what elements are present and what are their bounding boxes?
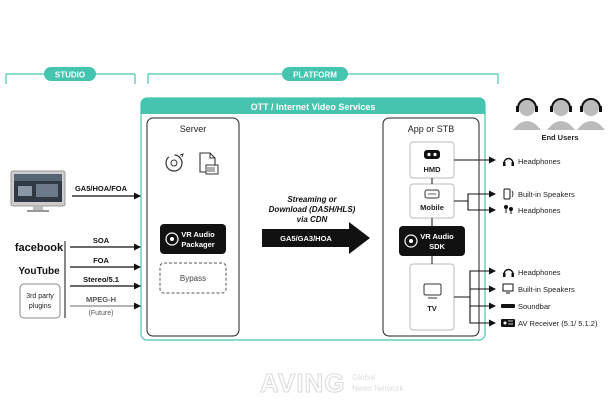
user-avatar-icon (513, 98, 541, 130)
plugins-line1: 3rd party (26, 293, 54, 300)
youtube-logo-text: YouTube (18, 266, 60, 277)
bypass-box: Bypass (159, 262, 227, 294)
studio-label: STUDIO (55, 71, 85, 80)
hmd-device: HMD (409, 141, 455, 179)
platform-pill (282, 67, 348, 81)
sync-icon (165, 153, 184, 172)
mobile-out1-label: Built-in Speakers (518, 190, 575, 199)
headphones-icon (503, 268, 514, 277)
studio-pill (44, 67, 96, 81)
soundbar-icon (501, 304, 515, 308)
tv-label: TV (427, 304, 437, 313)
bypass-label: Bypass (180, 274, 206, 283)
server-title: Server (180, 124, 207, 134)
studio-sources: GA5/HOA/FOA facebook YouTube 3rd party p… (10, 170, 141, 319)
vr-audio-sdk: VR Audio SDK (399, 226, 465, 256)
streaming-arrow (262, 222, 370, 254)
youtube-format: FOA (93, 256, 109, 265)
app-box: App or STB HMD Mobile (382, 117, 480, 337)
tv-speaker-icon (502, 283, 514, 294)
package-document-icon (199, 152, 219, 175)
youtube-logo: YouTube (18, 263, 60, 277)
facebook-format: SOA (93, 236, 110, 245)
plugins-format: Stereo/5.1 (83, 275, 119, 284)
tv-headphones-arrow (454, 267, 496, 298)
server-box: Server VR Audio Packager (146, 117, 240, 337)
end-users-label: End Users (541, 133, 578, 142)
hmd-out-label: Headphones (518, 157, 561, 166)
mobile-device: Mobile (409, 183, 455, 219)
mobile-speaker-arrow (454, 190, 496, 202)
facebook-logo: facebook (15, 242, 64, 254)
tv-receiver-arrow (469, 306, 496, 327)
phone-speaker-icon (503, 188, 514, 200)
watermark-text: AVING (260, 368, 345, 398)
transport-line2: Download (DASH/HLS) (269, 205, 356, 214)
tv-out2-label: Built-in Speakers (518, 285, 575, 294)
television-icon (423, 283, 442, 299)
end-users: End Users (513, 98, 605, 142)
tv-out3-label: Soundbar (518, 302, 551, 311)
mobile-out2-label: Headphones (518, 206, 561, 215)
tv-device: TV (409, 263, 455, 331)
headphones-icon (503, 157, 514, 166)
monitor-icon (10, 170, 66, 212)
plugins-line2: plugins (29, 303, 52, 310)
vr-audio-packager: VR Audio Packager (160, 224, 226, 254)
tv-out4-label: AV Receiver (5.1/ 5.1.2) (518, 319, 598, 328)
platform-header: PLATFORM (147, 67, 499, 84)
watermark-sub1: Global (352, 373, 375, 382)
packager-label-line2: Packager (181, 240, 214, 249)
monitor-format: GA5/HOA/FOA (75, 184, 128, 193)
app-title: App or STB (408, 124, 455, 134)
packager-label-line1: VR Audio (181, 230, 215, 239)
ott-title: OTT / Internet Video Services (251, 102, 376, 112)
aving-watermark: AVING Global News Network (259, 367, 405, 398)
sdk-label-line2: SDK (429, 242, 445, 251)
mpegh-line1: MPEG-H (86, 295, 116, 304)
smartphone-icon (424, 189, 440, 199)
sdk-disc-icon (404, 234, 418, 248)
platform-label: PLATFORM (293, 71, 337, 80)
av-receiver-icon (501, 319, 515, 327)
hmd-label: HMD (423, 165, 441, 174)
sdk-label-line1: VR Audio (420, 232, 454, 241)
transport-formats: GA5/GA3/HOA (280, 234, 332, 243)
tv-out1-label: Headphones (518, 268, 561, 277)
disc-icon (165, 232, 179, 246)
transport-line1: Streaming or (287, 195, 337, 204)
watermark-sub2: News Network (352, 384, 405, 393)
transport-section: Streaming or Download (DASH/HLS) via CDN… (262, 195, 370, 254)
user-avatar-icon (577, 98, 605, 130)
outputs: Headphones Built-in Speakers Headphones … (454, 156, 598, 328)
mpegh-line2: (Future) (89, 310, 114, 317)
transport-line3: via CDN (297, 215, 328, 224)
plugins-box: 3rd party plugins (19, 283, 61, 319)
earbuds-icon (504, 205, 513, 214)
mobile-headphones-arrow (467, 201, 496, 214)
mobile-label: Mobile (420, 203, 444, 212)
vr-headset-icon (424, 150, 440, 159)
user-avatar-icon (547, 98, 575, 130)
studio-header: STUDIO (5, 67, 136, 84)
